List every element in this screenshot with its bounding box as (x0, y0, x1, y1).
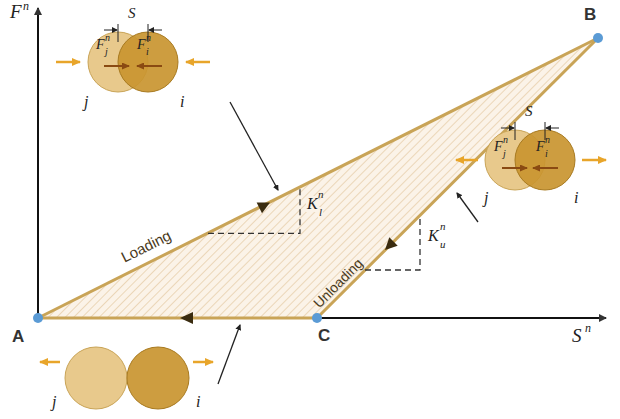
stiffness-superscript: n (440, 221, 446, 232)
particle-pair (456, 122, 606, 190)
axis-label: S (572, 326, 582, 345)
point-label: C (318, 327, 330, 344)
stiffness-label: K (428, 228, 439, 244)
point-label: A (12, 328, 24, 345)
force-label: F (536, 140, 545, 154)
force-superscript: n (545, 135, 550, 145)
stiffness-superscript: n (318, 189, 324, 200)
force-subscript: i (545, 149, 548, 159)
point-dot (312, 313, 322, 323)
force-superscript: n (105, 33, 110, 43)
leader-arrow (230, 102, 278, 190)
particle-label: i (574, 190, 578, 206)
return-line (38, 317, 317, 320)
axis-superscript: n (23, 0, 29, 12)
stiffness-subscript: l (318, 207, 323, 218)
particle-pair (56, 24, 210, 92)
particle-pair (40, 347, 213, 409)
stiffness-label: K (306, 196, 319, 212)
direction-arrowhead (385, 237, 398, 250)
point-dot (593, 33, 603, 43)
stiffness-subscript: u (440, 239, 446, 250)
force-label: F (494, 140, 503, 154)
particle-label: i (180, 94, 184, 110)
axis-superscript: n (585, 322, 591, 334)
force-subscript: j (503, 149, 506, 159)
slope-marker (365, 215, 420, 270)
axis-label: F (10, 2, 22, 21)
direction-arrowhead (180, 312, 193, 324)
direction-arrowhead (257, 202, 270, 213)
force-label: F (96, 38, 105, 52)
overlap-label: S (128, 6, 136, 21)
force-superscript: n (503, 135, 508, 145)
overlap-label: S (525, 104, 533, 119)
point-dot (33, 313, 43, 323)
particle-label: j (84, 94, 88, 110)
slope-marker (208, 187, 300, 233)
force-subscript: i (146, 47, 149, 57)
leader-arrow (457, 193, 478, 222)
particle-label: i (196, 394, 200, 410)
force-superscript: n (146, 33, 151, 43)
leader-arrow (218, 325, 240, 384)
point-label: B (584, 6, 596, 23)
force-label: F (137, 38, 146, 52)
particle-label: j (484, 190, 488, 206)
unloading-line (317, 38, 598, 318)
particle-label: j (52, 394, 56, 410)
force-subscript: j (105, 47, 108, 57)
force-axis (37, 8, 39, 318)
